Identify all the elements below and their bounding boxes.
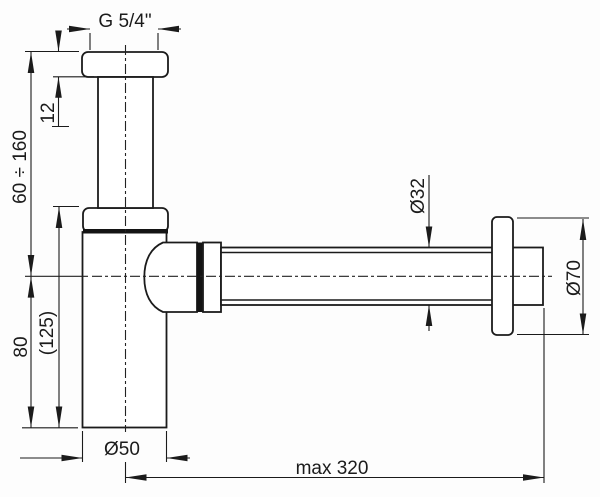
dim-cup-diameter-label: Ø50 [104, 439, 140, 460]
dimension-flange-thickness: 12 [25, 30, 94, 128]
dimension-axis-to-bottom: 80 [11, 276, 78, 429]
dimension-cup-diameter: Ø50 [20, 431, 190, 462]
dim-rosette-diameter-label: Ø70 [564, 260, 585, 296]
dim-adjustable-height-label: 60 ÷ 160 [10, 130, 31, 204]
dimension-pipe-diameter: Ø32 [408, 175, 433, 331]
dimension-thread: G 5/4" [67, 11, 181, 50]
dimension-adjustable-height: 60 ÷ 160 [10, 52, 35, 276]
dim-body-height-label: (125) [37, 311, 58, 355]
outlet-elbow [143, 241, 198, 313]
dim-horizontal-reach-label: max 320 [296, 458, 369, 479]
part-outlines [81, 51, 544, 429]
dim-axis-to-bottom-label: 80 [11, 336, 32, 357]
dim-flange-thickness-label: 12 [38, 102, 59, 123]
dim-thread-label: G 5/4" [98, 11, 151, 32]
dimensions: G 5/4" 12 60 ÷ 160 80 [10, 11, 589, 483]
dimension-body-height: (125) [37, 205, 79, 428]
centerlines [25, 45, 552, 432]
compression-ring [202, 241, 222, 313]
dim-pipe-diameter-label: Ø32 [408, 178, 429, 214]
elbow-gasket [197, 242, 203, 312]
dimension-horizontal-reach: max 320 [124, 308, 545, 483]
dimension-rosette-diameter: Ø70 [517, 217, 589, 336]
